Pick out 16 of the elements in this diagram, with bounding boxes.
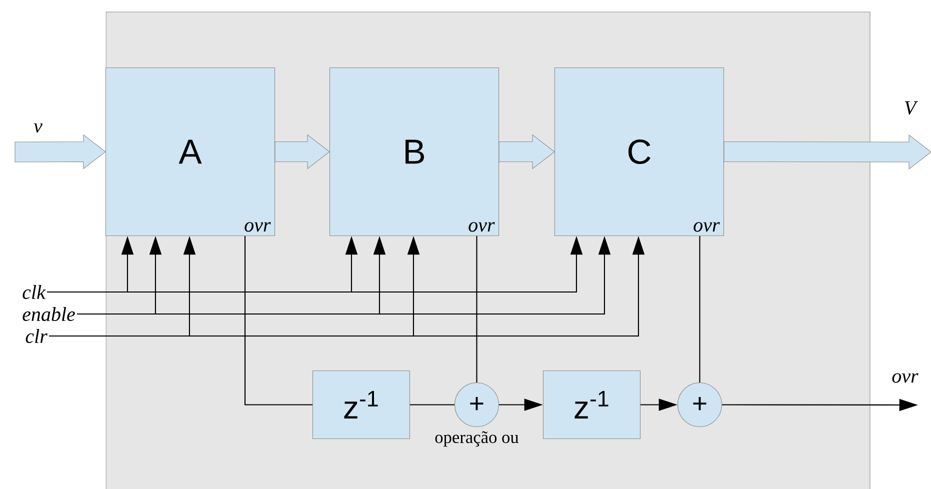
- block-box: B ovr: [329, 67, 500, 236]
- block-arrow: [274, 134, 330, 170]
- block-arrow: [498, 134, 555, 170]
- caption-label: operação ou: [435, 431, 519, 447]
- block-box: A ovr: [105, 67, 276, 236]
- signal-label: enable: [22, 306, 75, 322]
- delay-box: z$^{-1}$: [312, 370, 410, 439]
- block-arrow: [724, 134, 931, 170]
- delay-box: z$^{-1}$: [542, 370, 640, 439]
- block-arrow: [14, 134, 106, 170]
- edge-label: ovr: [890, 372, 920, 384]
- signal-label: clk: [22, 284, 46, 300]
- edge-label: V: [902, 100, 918, 116]
- block-box: C ovr: [554, 67, 724, 236]
- signal-label: clr: [26, 328, 48, 344]
- edge-label: v: [32, 122, 44, 134]
